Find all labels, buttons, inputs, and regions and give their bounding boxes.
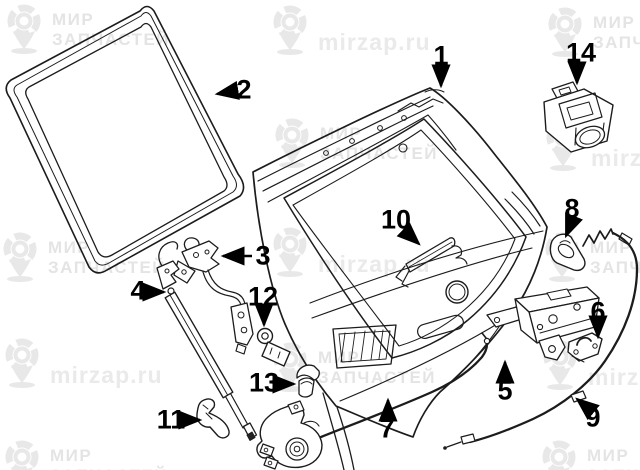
watermark-pin-logo-icon: [273, 227, 307, 277]
part-label-7[interactable]: 7: [379, 413, 395, 444]
watermark-site-text: mirzap.ru: [588, 364, 640, 390]
gas-strut-drawing: [156, 241, 258, 441]
part-label-3[interactable]: 3: [255, 240, 271, 271]
clip-drawing: [256, 327, 291, 367]
hinge-harness-drawing: [173, 237, 254, 355]
part-label-12[interactable]: 12: [247, 281, 279, 312]
part-label-4[interactable]: 4: [130, 275, 146, 306]
watermark-pin-logo-icon: [7, 4, 41, 54]
wedge-stop-drawing: [549, 233, 586, 272]
support-rod-drawing: [395, 237, 468, 288]
part-label-9[interactable]: 9: [585, 402, 601, 433]
cap-drawing: [296, 364, 320, 398]
part-label-2[interactable]: 2: [236, 74, 252, 105]
watermark-pin-logo-icon: [5, 440, 39, 470]
watermark-site: mirzap.ru: [268, 3, 431, 56]
lock-actuator-drawing: [256, 400, 323, 470]
watermark-site-text: mirzap.ru: [591, 145, 640, 171]
tailgate-panel-drawing: [252, 87, 548, 470]
watermark-pin-logo-icon: [548, 7, 582, 57]
weatherstrip-seal-drawing: [5, 5, 245, 274]
watermark-site-text: mirzap.ru: [318, 29, 431, 55]
watermark-pin-logo-icon: [3, 232, 37, 282]
watermark-pin-logo-icon: [5, 338, 39, 388]
watermark-site-text: mirzap.ru: [50, 362, 163, 388]
lock-assembly-drawing: [486, 286, 600, 361]
part-label-13[interactable]: 13: [248, 367, 280, 398]
watermark-site: mirzap.ru: [268, 225, 431, 278]
part-label-5[interactable]: 5: [497, 375, 513, 406]
watermark-pin-logo-icon: [542, 440, 576, 470]
rear-camera-drawing: [543, 81, 614, 153]
part-label-14[interactable]: 14: [565, 37, 597, 68]
part-label-6[interactable]: 6: [590, 296, 606, 327]
part-label-11[interactable]: 11: [156, 404, 186, 435]
watermark-pin-logo-icon: [273, 5, 307, 55]
release-cable-drawing: [319, 332, 491, 439]
watermark-site: mirzap.ru: [0, 336, 163, 389]
part-label-1[interactable]: 1: [433, 40, 449, 71]
part-label-10[interactable]: 10: [380, 204, 412, 235]
part-label-8[interactable]: 8: [564, 193, 580, 224]
